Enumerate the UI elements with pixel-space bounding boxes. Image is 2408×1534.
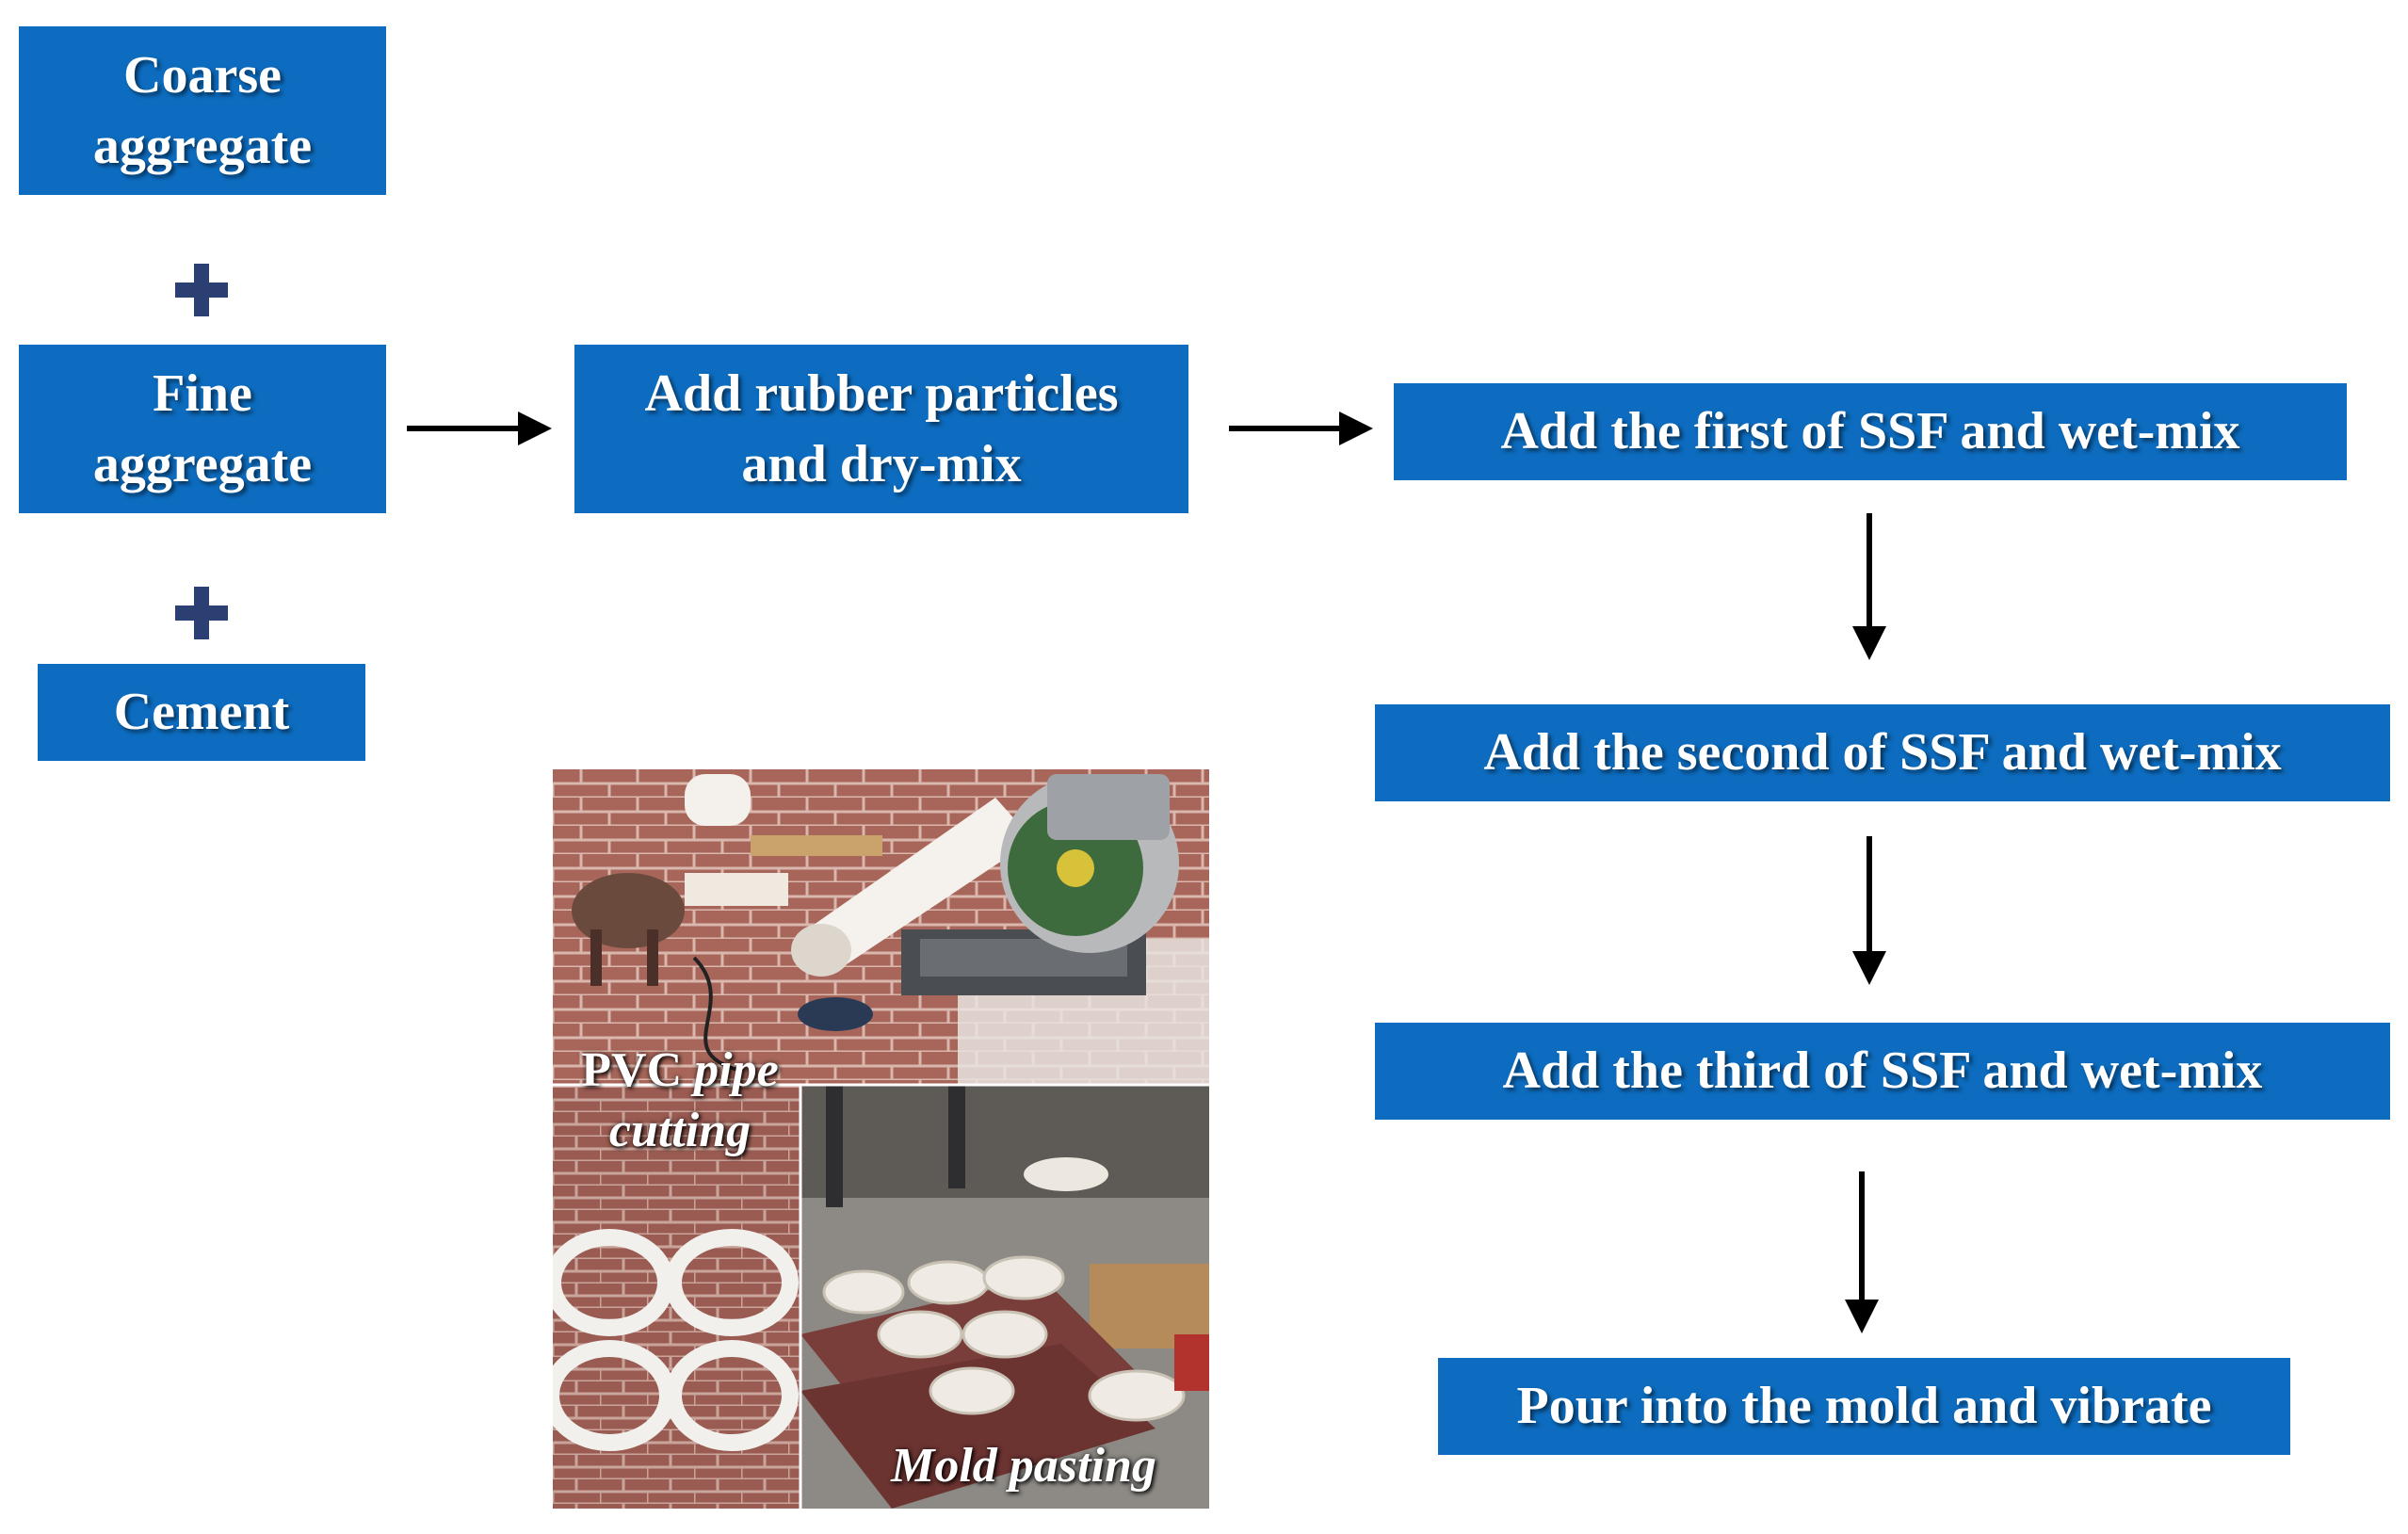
pvc-caption-italic: pipe <box>694 1043 779 1097</box>
first-ssf-step-label: Add the first of SSF and wet-mix <box>1500 402 2240 460</box>
plus-icon <box>175 264 228 316</box>
dry-mix-step-box: Add rubber particles and dry-mix <box>574 345 1188 513</box>
mold-preparation-photo: PVC pipe cutting Mold pasting <box>553 769 1209 1509</box>
first-ssf-step-box: Add the first of SSF and wet-mix <box>1394 383 2347 480</box>
third-ssf-step-label: Add the third of SSF and wet-mix <box>1502 1042 2263 1100</box>
third-ssf-step-box: Add the third of SSF and wet-mix <box>1375 1023 2390 1120</box>
coarse-aggregate-box: Coarse aggregate <box>19 26 386 195</box>
fine-aggregate-line2: aggregate <box>92 434 313 493</box>
plus-icon <box>175 587 228 639</box>
cement-box: Cement <box>38 664 365 761</box>
coarse-aggregate-line1: Coarse <box>123 45 282 105</box>
pour-step-box: Pour into the mold and vibrate <box>1438 1358 2290 1455</box>
mold-caption-text: Mold pasting <box>891 1439 1156 1493</box>
pvc-caption-plain: PVC <box>581 1043 683 1097</box>
second-ssf-step-box: Add the second of SSF and wet-mix <box>1375 704 2390 801</box>
fine-aggregate-box: Fine aggregate <box>19 345 386 513</box>
fine-aggregate-line1: Fine <box>153 363 252 423</box>
coarse-aggregate-line2: aggregate <box>92 116 313 175</box>
pvc-caption-line2: cutting <box>608 1104 751 1157</box>
mold-pasting-caption: Mold pasting <box>845 1436 1203 1496</box>
pour-step-label: Pour into the mold and vibrate <box>1516 1377 2212 1435</box>
cement-label: Cement <box>113 683 290 741</box>
dry-mix-step-line1: Add rubber particles <box>644 363 1119 423</box>
second-ssf-step-label: Add the second of SSF and wet-mix <box>1483 723 2282 782</box>
dry-mix-step-line2: and dry-mix <box>741 434 1022 493</box>
pvc-pipe-cutting-caption: PVC pipe cutting <box>553 1041 807 1161</box>
photo-collage-drawing <box>553 769 1209 1509</box>
